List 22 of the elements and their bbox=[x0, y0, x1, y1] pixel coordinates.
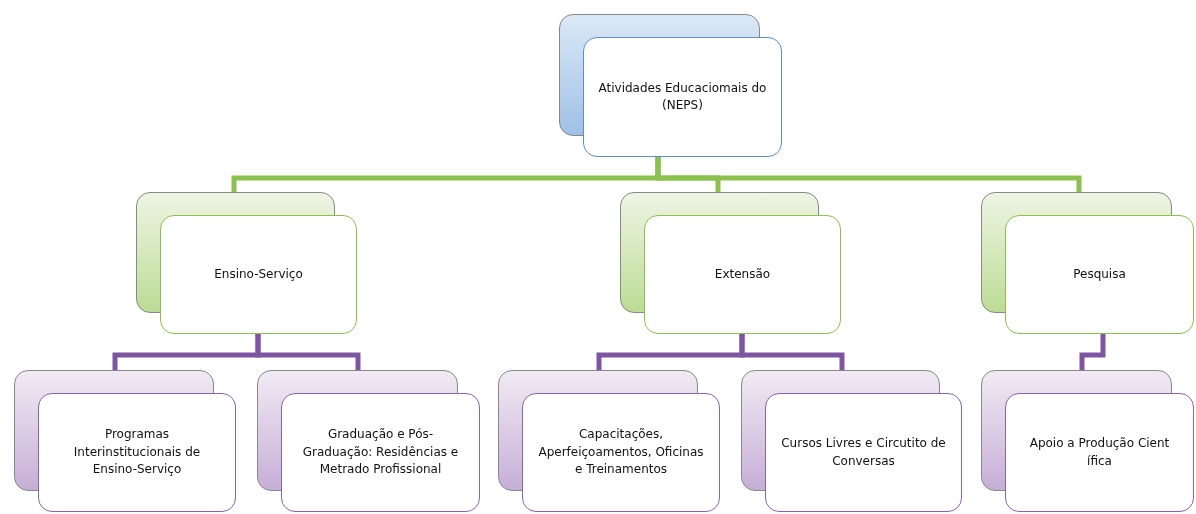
text-box bbox=[1005, 215, 1194, 334]
connector bbox=[255, 334, 361, 370]
connector bbox=[655, 157, 1082, 192]
box-label: Pesquisa bbox=[1073, 265, 1126, 283]
text-box bbox=[522, 393, 720, 512]
text-box bbox=[644, 215, 841, 334]
box-label: Atividades Educaciomais do (NEPS) bbox=[597, 79, 768, 114]
text-box bbox=[281, 393, 480, 512]
text-box bbox=[38, 393, 236, 512]
text-box bbox=[1005, 393, 1194, 512]
connector bbox=[1079, 334, 1106, 370]
box-label: Apoio a Produção Cient ífica bbox=[1028, 435, 1171, 470]
connector bbox=[739, 334, 845, 370]
box-label: Cursos Livres e Circutito de Conversas bbox=[780, 435, 947, 470]
text-box bbox=[765, 393, 962, 512]
box-label: Ensino-Serviço bbox=[214, 265, 303, 283]
box-label: Capacitações, Aperfeiçoamentos, Oficinas e Treinamentos bbox=[537, 426, 705, 479]
box-label: Extensão bbox=[714, 265, 771, 283]
text-box bbox=[583, 37, 782, 157]
box-label: Graduação e Pós-Graduação: Residências e Metrado Profissional bbox=[301, 426, 460, 479]
box-label: Programas Interinstitucionais de Ensino-Serviço bbox=[72, 426, 202, 479]
text-box bbox=[160, 215, 357, 334]
